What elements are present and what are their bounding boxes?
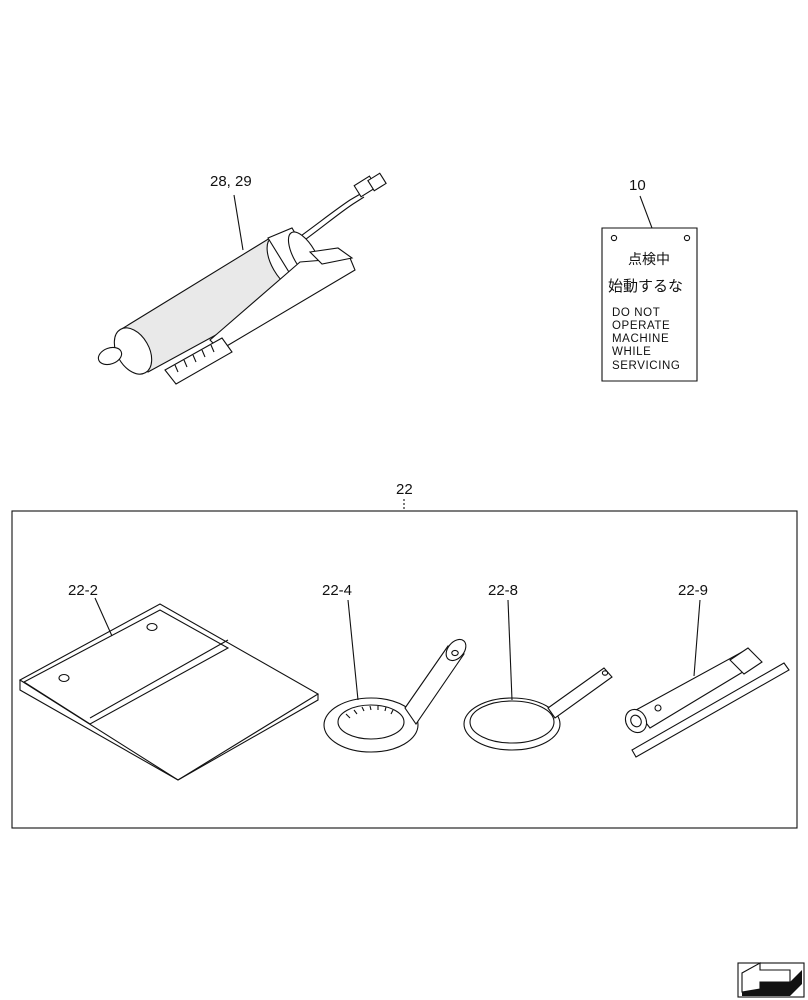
callout-tool-bag: 22-2 (68, 582, 98, 599)
page-arrow-icon[interactable] (737, 962, 805, 998)
tag-en-line: WHILE (612, 346, 651, 358)
spanner-b: 22-8 (463, 582, 613, 751)
warning-tag: 10 点検中 始動するな DO NOT OPERATE MACHINE WHIL… (601, 177, 698, 382)
callout-tool-kit: 22 (396, 481, 413, 498)
callout-grease-gun: 28, 29 (210, 173, 252, 190)
callout-spanner-b: 22-8 (488, 582, 518, 599)
tag-en-line: OPERATE (612, 320, 670, 332)
tag-jp-line-1: 点検中 (628, 252, 670, 268)
callout-warning-tag: 10 (629, 177, 646, 194)
tool-kit-group: 22 22-2 22-4 (11, 481, 798, 829)
spanner-a: 22-4 (322, 582, 467, 753)
tag-en-line: SERVICING (612, 360, 680, 372)
tag-en-line: MACHINE (612, 333, 669, 345)
grease-gun: 28, 29 (97, 172, 387, 385)
box-wrench: 22-9 (624, 582, 790, 758)
callout-box-wrench: 22-9 (678, 582, 708, 599)
tag-en-line: DO NOT (612, 307, 660, 319)
tool-bag: 22-2 (18, 582, 320, 781)
callout-spanner-a: 22-4 (322, 582, 352, 599)
tool-kit-frame (11, 510, 798, 829)
tag-jp-line-2: 始動するな (608, 277, 683, 295)
